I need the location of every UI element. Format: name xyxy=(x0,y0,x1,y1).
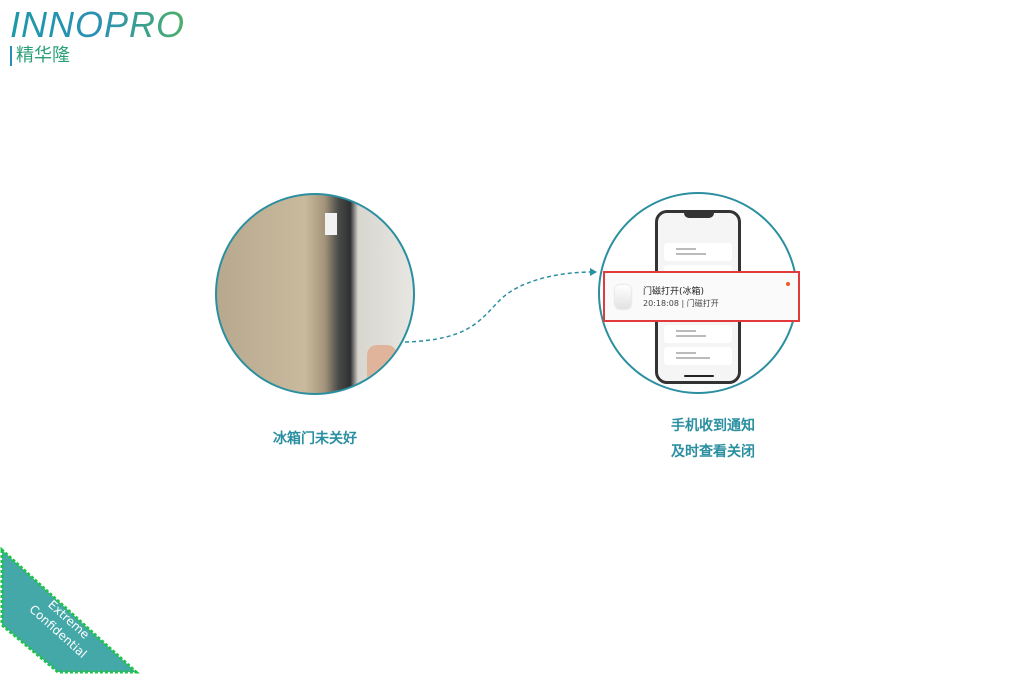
door-sensor xyxy=(325,213,337,235)
logo-chinese: 精华隆 xyxy=(10,46,185,66)
notification-title: 门磁打开(冰箱) xyxy=(643,287,705,297)
notification-detail: 20:18:08 | 门磁打开 xyxy=(643,299,719,308)
door-open-notification[interactable]: 门磁打开(冰箱) 20:18:08 | 门磁打开 xyxy=(603,271,800,322)
door-sensor-icon xyxy=(615,285,631,309)
logo: INNOPRO 精华隆 xyxy=(10,6,185,66)
fridge-photo xyxy=(215,193,415,395)
hand xyxy=(367,345,397,385)
right-caption-line2: 及时查看关闭 xyxy=(671,444,755,460)
right-caption: 手机收到通知 及时查看关闭 xyxy=(638,413,788,465)
right-caption-line1: 手机收到通知 xyxy=(671,418,755,434)
logo-english: INNOPRO xyxy=(10,4,186,45)
unread-dot-icon xyxy=(786,282,790,286)
confidential-banner: Extreme Confidential xyxy=(0,546,140,674)
left-caption: 冰箱门未关好 xyxy=(273,431,357,447)
